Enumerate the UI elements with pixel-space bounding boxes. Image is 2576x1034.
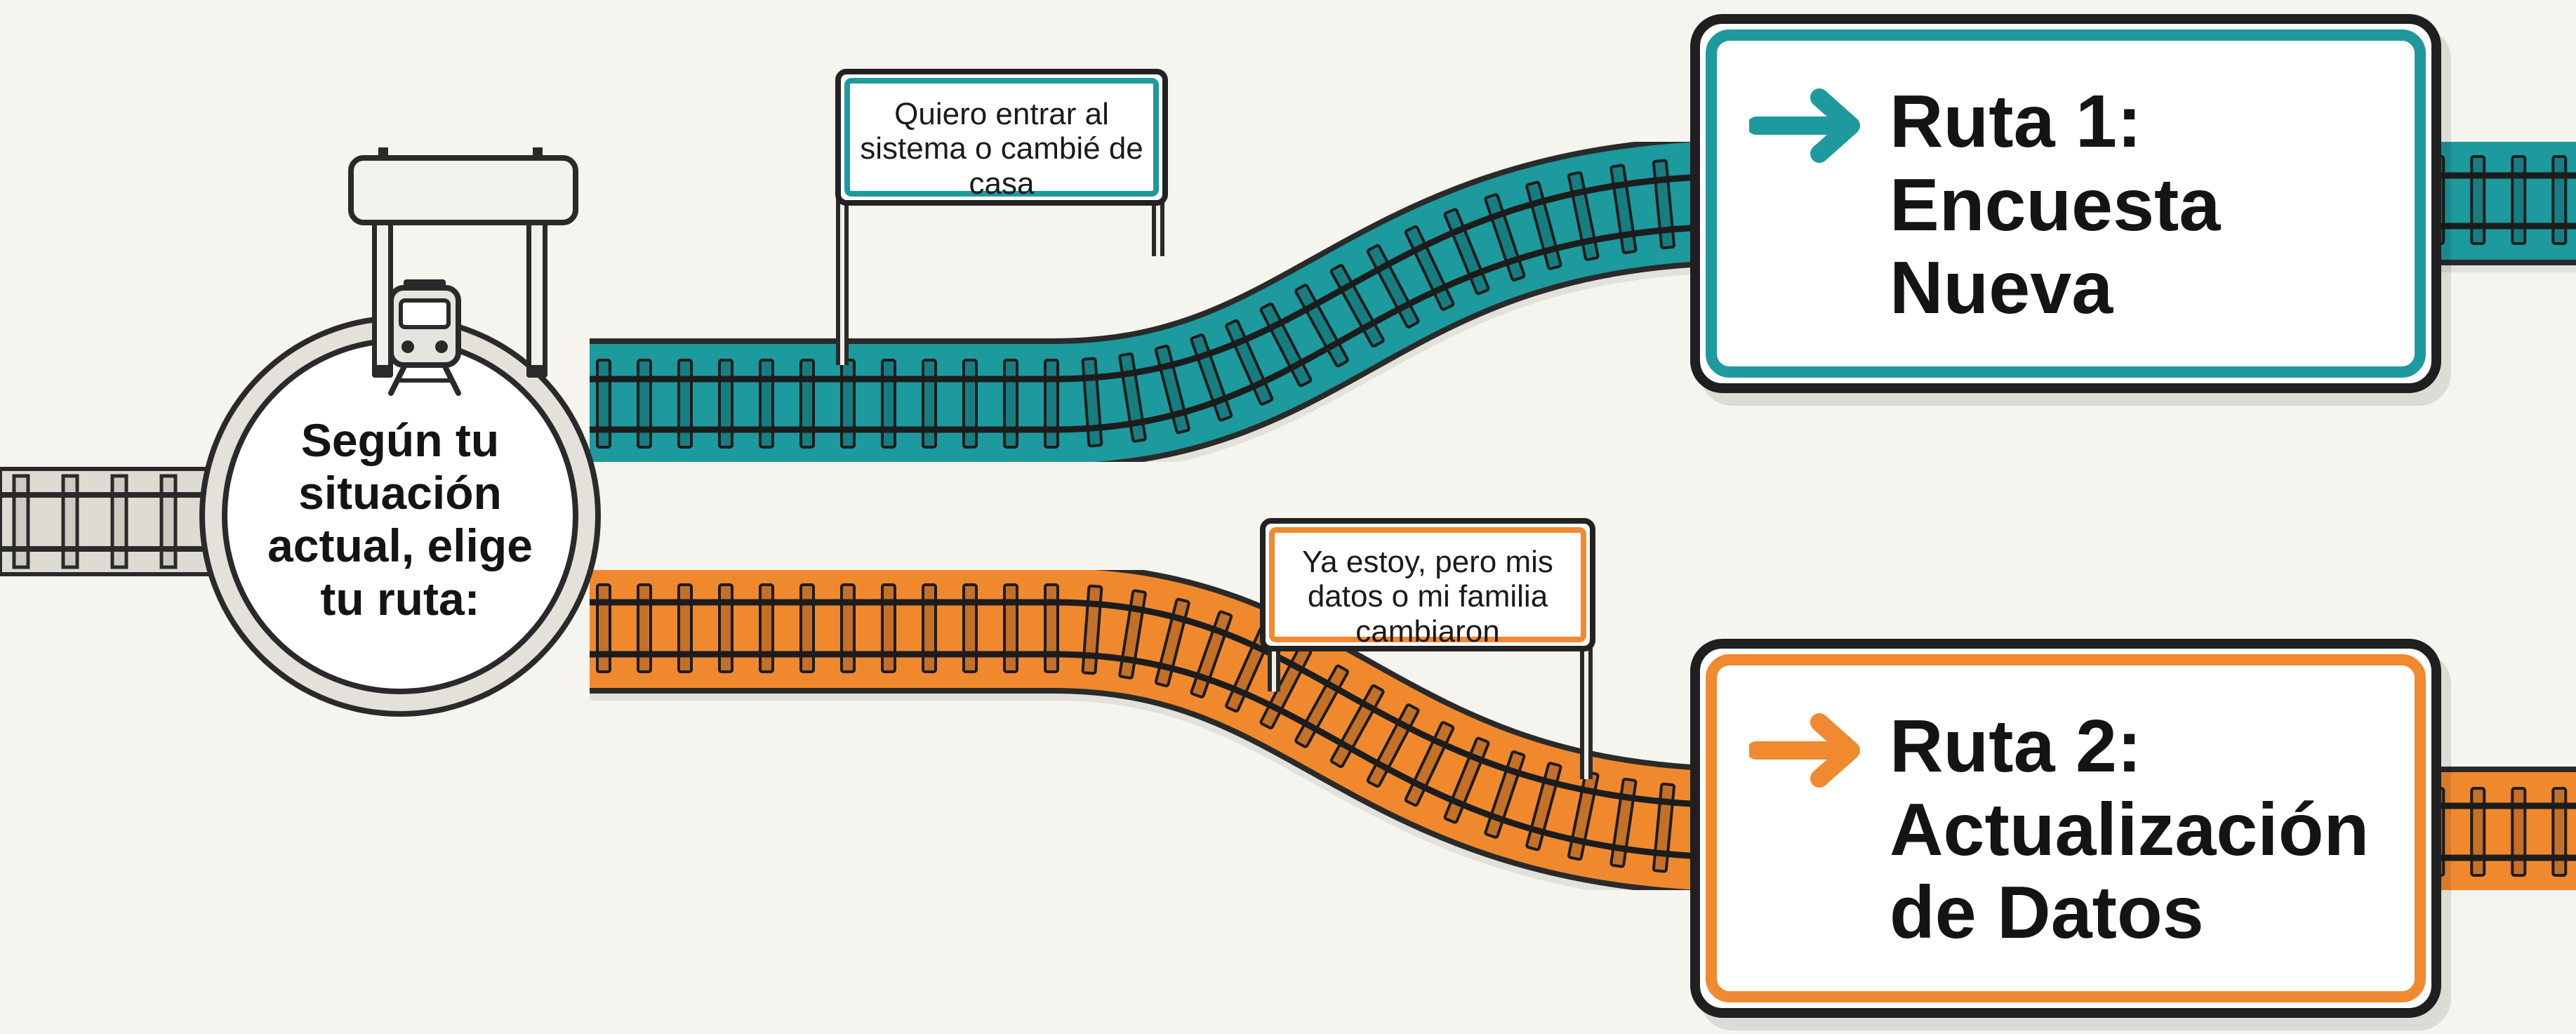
station-label: Según tu situación actual, elige tu ruta… — [267, 414, 533, 625]
train-icon — [388, 279, 461, 396]
rail-tie — [718, 359, 733, 449]
rail-tie — [637, 359, 652, 449]
rail-tie — [2551, 787, 2568, 877]
rail-tie — [799, 583, 815, 673]
rail-tie — [2551, 155, 2568, 245]
rail-tie — [2511, 787, 2527, 877]
rail-tie — [61, 474, 79, 569]
rail-tie — [12, 474, 30, 569]
station — [199, 315, 601, 717]
rail-tie — [799, 359, 815, 449]
rail-tie — [2470, 787, 2486, 877]
rail-tie — [881, 359, 896, 449]
signpost-update-text: Ya estoy, pero mis datos o mi familia ca… — [1302, 545, 1553, 649]
signpost-update: Ya estoy, pero mis datos o mi familia ca… — [1260, 518, 1595, 651]
rail-tie — [962, 583, 978, 673]
rail-tie — [1003, 359, 1018, 449]
rail-tie — [2470, 155, 2486, 245]
rail-tie — [1044, 359, 1059, 449]
rail-tie — [922, 359, 937, 449]
arrow-right-icon — [1749, 713, 1860, 788]
rail-tie — [677, 583, 693, 673]
signpost-new-entry-text: Quiero entrar al sistema o cambié de cas… — [860, 97, 1143, 201]
rail-tie — [1044, 583, 1059, 673]
rail-tie — [759, 583, 774, 673]
rail-tie — [1081, 584, 1103, 675]
arrow-right-icon — [1749, 88, 1860, 163]
station-header-sign — [348, 147, 578, 378]
rail-tie — [637, 583, 652, 673]
rail-tie — [840, 359, 856, 449]
rail-tie — [881, 583, 896, 673]
rail-tie — [596, 359, 611, 449]
signpost-new-entry: Quiero entrar al sistema o cambié de cas… — [835, 69, 1168, 206]
rail-tie — [596, 583, 611, 673]
rail-tie — [759, 359, 774, 449]
rail-tie — [962, 359, 978, 449]
rail-tie — [922, 583, 937, 673]
rail-tie — [159, 474, 178, 569]
rail-tie — [1003, 583, 1018, 673]
rail-tie — [718, 583, 733, 673]
route-1-box[interactable]: Ruta 1: Encuesta Nueva — [1690, 14, 2441, 393]
route-2-title: Ruta 2: Actualización de Datos — [1890, 705, 2370, 955]
rail-tie — [1652, 782, 1676, 873]
rail-tie — [677, 359, 693, 449]
rail-tie — [840, 583, 856, 673]
rail-tie — [2511, 155, 2527, 245]
route-2-box[interactable]: Ruta 2: Actualización de Datos — [1690, 639, 2441, 1018]
rail-tie — [110, 474, 128, 569]
route-1-title: Ruta 1: Encuesta Nueva — [1890, 80, 2221, 330]
